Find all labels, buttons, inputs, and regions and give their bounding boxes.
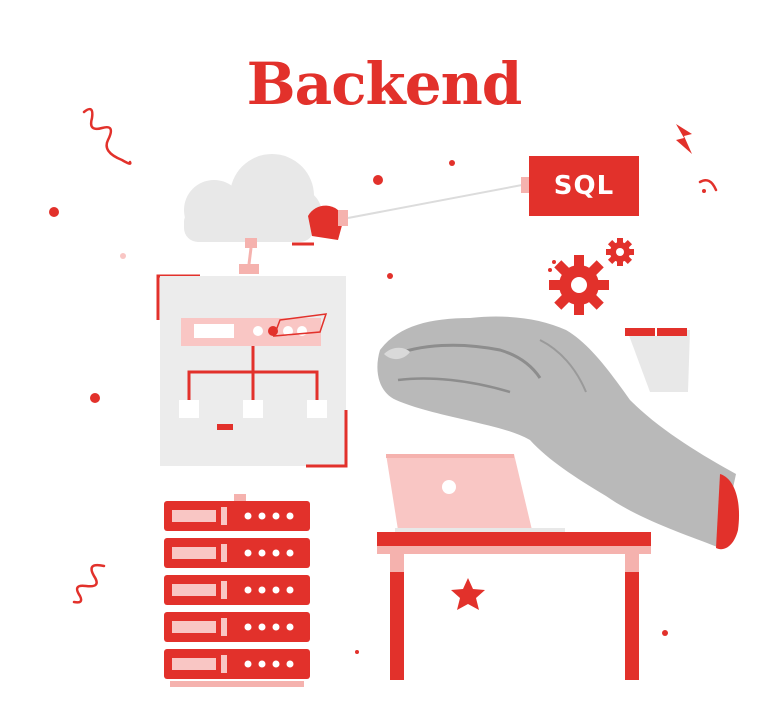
page-title: Backend — [246, 50, 523, 118]
architecture-panel — [156, 274, 348, 468]
desk — [377, 532, 651, 680]
gear-icon — [548, 238, 634, 315]
star-icon — [451, 578, 485, 610]
server-rack-icon — [164, 501, 310, 687]
cloud-icon — [184, 154, 322, 242]
sql-badge: SQL — [529, 156, 639, 216]
arc-right — [698, 179, 718, 192]
cup-icon — [625, 328, 690, 392]
laptop-icon — [386, 454, 565, 536]
connector-dome — [308, 205, 344, 240]
confetti-dots — [49, 160, 668, 654]
squiggle-top-left — [82, 107, 132, 165]
lightning-icon — [676, 124, 692, 154]
squiggle-bottom-left — [72, 563, 106, 604]
hand-illustration — [377, 316, 740, 550]
